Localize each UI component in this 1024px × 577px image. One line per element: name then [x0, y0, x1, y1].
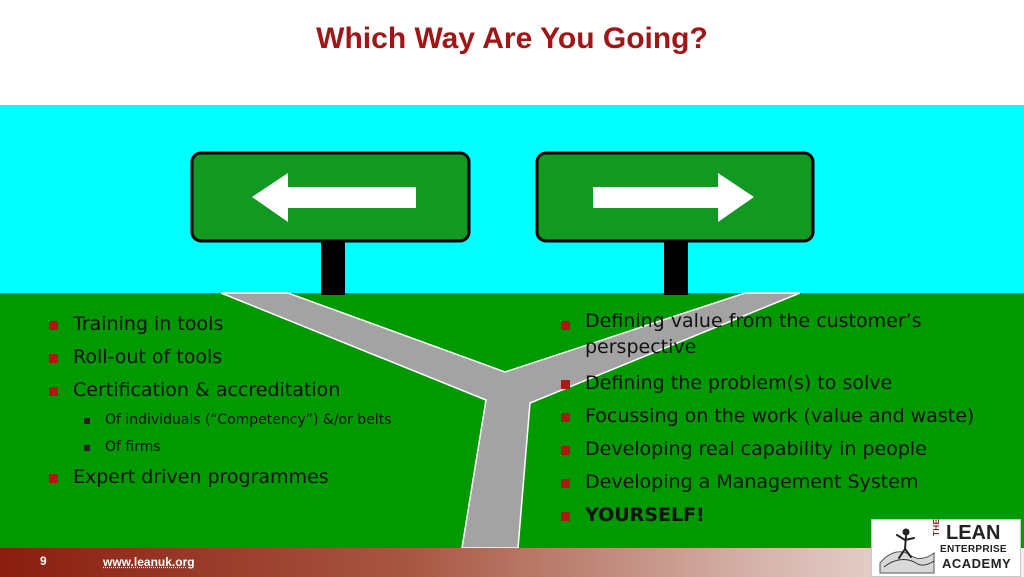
list-item: Focussing on the work (value and waste) — [559, 400, 1019, 433]
logo-text-academy: ACADEMY — [942, 556, 1012, 571]
list-item: Developing real capability in people — [559, 433, 1019, 466]
sky-background — [0, 105, 1024, 293]
left-arrow-icon — [252, 173, 416, 222]
list-item: Developing a Management System — [559, 466, 1019, 499]
left-path-list: Training in tools Roll-out of tools Cert… — [47, 308, 487, 494]
crossroads-scene — [190, 151, 815, 548]
left-sign-post — [321, 240, 345, 295]
right-arrow-icon — [593, 173, 754, 222]
list-item: Training in tools — [47, 308, 487, 341]
logo-text-enterprise: ENTERPRISE — [940, 544, 1007, 555]
list-item: Certification & accreditation — [47, 374, 487, 407]
list-item: Defining value from the customer’s persp… — [559, 308, 1019, 367]
road — [220, 292, 801, 548]
logo-text-the: THE — [932, 518, 941, 537]
page-number: 9 — [40, 554, 47, 568]
logo-text-lean: LEAN — [946, 522, 1001, 544]
right-path-list: Defining value from the customer’s persp… — [559, 308, 1019, 532]
list-item: Defining the problem(s) to solve — [559, 367, 1019, 400]
list-item-emphasis: YOURSELF! — [559, 499, 1019, 532]
footer-bar: 9 www.leanuk.org — [0, 548, 1024, 577]
sub-list-item: Of individuals (“Competency”) &/or belts — [47, 407, 487, 434]
right-sign-post — [664, 240, 688, 295]
slide-title: Which Way Are You Going? — [316, 22, 708, 55]
list-item: Expert driven programmes — [47, 461, 487, 494]
website-link[interactable]: www.leanuk.org — [103, 555, 195, 569]
lean-enterprise-academy-logo: THE LEAN ENTERPRISE ACADEMY — [871, 519, 1021, 577]
logo-figure-icon — [879, 528, 935, 574]
sub-list-item: Of firms — [47, 434, 487, 461]
list-item: Roll-out of tools — [47, 341, 487, 374]
